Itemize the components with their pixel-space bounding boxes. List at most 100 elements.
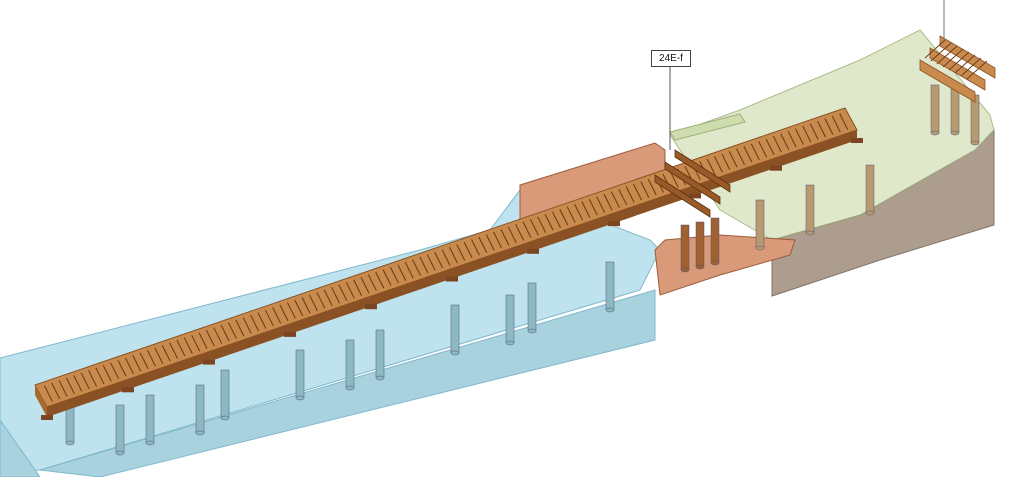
deck-plank [787, 130, 797, 148]
deck-beam [203, 359, 215, 365]
deck-plank [80, 372, 90, 390]
deck-end [35, 385, 47, 417]
deck-plank [728, 151, 738, 168]
deck-beam [851, 138, 863, 143]
deck-plank [58, 380, 68, 397]
deck-plank [588, 198, 598, 216]
deck-plank [161, 344, 171, 362]
deck-plank [772, 135, 782, 153]
abutment-beam [654, 174, 711, 218]
deck-plank [88, 370, 98, 387]
deck-plank [279, 304, 289, 322]
pile-base [505, 340, 515, 346]
deck-plank [220, 324, 230, 342]
deck-plank [323, 289, 333, 307]
deck-plank [493, 231, 503, 249]
landing-beam [919, 59, 976, 103]
deck-plank [51, 382, 61, 400]
deck-plank [544, 213, 554, 231]
deck-plank [824, 118, 834, 135]
deck-plank [529, 219, 539, 236]
deck-plank [154, 347, 164, 364]
deck-plank [610, 191, 620, 208]
deck-plank [817, 120, 827, 138]
pile [930, 84, 940, 134]
deck-beam [770, 165, 782, 171]
deck-plank [669, 171, 679, 188]
deck-plank [338, 284, 348, 302]
deck-plank [831, 115, 841, 133]
deck-plank [632, 183, 642, 201]
boardwalk-deck [34, 107, 863, 420]
pile [505, 294, 515, 344]
deck-edge [47, 130, 857, 417]
deck-plank [765, 138, 775, 155]
embankment-top-plane [669, 113, 746, 141]
pile [295, 349, 305, 399]
deck-plank [65, 377, 75, 395]
deck-plank [448, 246, 458, 264]
deck-beam [608, 221, 620, 227]
deck-plank [331, 287, 341, 304]
deck-plank [353, 279, 363, 296]
landing-plank [948, 51, 970, 71]
pile-base [220, 415, 230, 421]
deck-plank [618, 188, 628, 206]
pile-base [695, 264, 705, 270]
deck-plank [713, 156, 723, 173]
deck-plank [647, 178, 657, 196]
deck-plank [345, 281, 355, 299]
channel-water-left-bank [0, 419, 41, 477]
deck-plank [404, 261, 414, 279]
landing-plank [924, 39, 946, 59]
deck-plank [434, 251, 444, 269]
deck-plank [360, 276, 370, 294]
deck-plank [132, 355, 142, 372]
support-piles [65, 84, 980, 456]
deck-plank [213, 327, 223, 344]
pile [755, 199, 765, 249]
deck-plank [73, 375, 83, 392]
deck-beam [365, 304, 377, 310]
deck-plank [426, 254, 436, 271]
deck-plank [286, 302, 296, 319]
deck-plank [500, 229, 510, 246]
pile-base [710, 260, 720, 266]
deck-plank [721, 153, 731, 171]
deck-plank [412, 259, 422, 276]
deck-plank [551, 211, 561, 228]
deck-plank [191, 334, 201, 352]
deck-beam [689, 193, 701, 199]
deck-plank [507, 226, 517, 244]
pile-base [755, 245, 765, 251]
landing-plank [966, 60, 988, 80]
deck-plank [301, 297, 311, 314]
landing-plank [930, 42, 952, 62]
pile-base [950, 130, 960, 136]
deck-plank [463, 241, 473, 259]
deck-plank [478, 236, 488, 254]
deck-plank [198, 332, 208, 349]
deck-plank [839, 113, 849, 130]
pile-base [865, 210, 875, 216]
deck-plank [794, 128, 804, 145]
deck-plank [257, 312, 267, 329]
deck-plank [515, 224, 525, 241]
deck-plank [750, 143, 760, 160]
deck-beam [41, 415, 53, 420]
pile [695, 221, 705, 268]
deck-plank [758, 140, 768, 158]
deck-plank [566, 206, 576, 223]
deck-plank [375, 271, 385, 289]
deck-plank [559, 208, 569, 226]
deck-plank [235, 319, 245, 337]
pile-base [375, 375, 385, 381]
pile-base [65, 440, 75, 446]
deck-plank [802, 125, 812, 143]
deck-plank [706, 158, 716, 176]
pile [805, 184, 815, 234]
deck-plank [522, 221, 532, 239]
section-tag-label[interactable]: 24E-f [651, 50, 691, 67]
pile [115, 404, 125, 454]
pile-base [450, 350, 460, 356]
